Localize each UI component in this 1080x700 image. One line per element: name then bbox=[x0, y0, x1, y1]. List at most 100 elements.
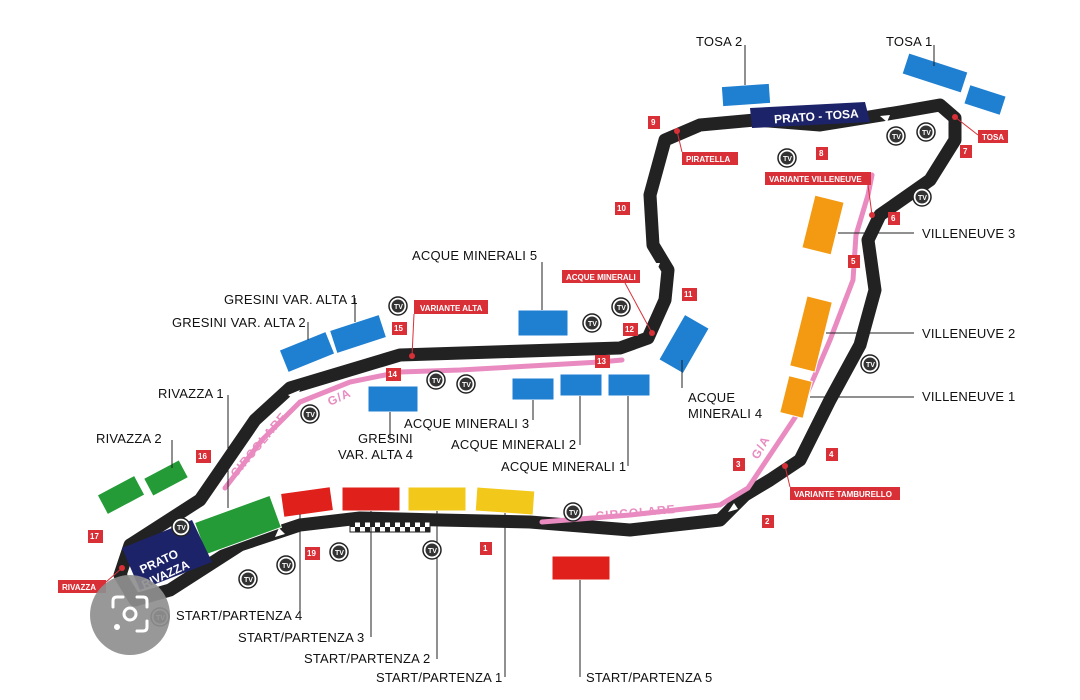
svg-text:TV: TV bbox=[394, 304, 403, 311]
visual-search-button[interactable] bbox=[90, 575, 170, 655]
svg-text:TV: TV bbox=[177, 525, 186, 532]
label-acque-minerali-4-line2: MINERALI 4 bbox=[688, 406, 762, 421]
grandstand-tosa-1a[interactable] bbox=[901, 52, 969, 94]
tv-icon: TV bbox=[777, 148, 797, 168]
turn-number-10: 10 bbox=[615, 202, 630, 215]
svg-text:VARIANTE ALTA: VARIANTE ALTA bbox=[420, 304, 483, 313]
grandstand-rivazza-2b[interactable] bbox=[142, 459, 190, 497]
grandstand-villeneuve-1[interactable] bbox=[779, 375, 813, 419]
corner-variante-villeneuve: VARIANTE VILLENEUVE bbox=[765, 172, 875, 218]
svg-text:14: 14 bbox=[388, 370, 397, 379]
grandstand-villeneuve-3[interactable] bbox=[801, 194, 845, 256]
tv-icon: TV bbox=[388, 296, 408, 316]
svg-text:TV: TV bbox=[617, 305, 626, 312]
label-gresini-4-line1: GRESINI bbox=[358, 431, 413, 446]
leader-lines bbox=[171, 45, 935, 677]
corner-piratella: PIRATELLA bbox=[674, 128, 738, 165]
lens-icon bbox=[111, 595, 149, 633]
svg-text:TV: TV bbox=[918, 195, 927, 202]
grandstand-start-3[interactable] bbox=[341, 486, 401, 512]
turn-number-15: 15 bbox=[392, 322, 407, 335]
grandstands bbox=[96, 52, 1007, 581]
label-tosa-1: TOSA 1 bbox=[886, 34, 932, 49]
turn-number-11: 11 bbox=[682, 288, 697, 301]
svg-text:6: 6 bbox=[891, 214, 896, 223]
svg-text:ACQUE MINERALI: ACQUE MINERALI bbox=[566, 273, 636, 282]
grandstand-acque-minerali-5[interactable] bbox=[517, 309, 569, 337]
grandstand-tosa-2[interactable] bbox=[720, 82, 772, 108]
turn-number-5: 5 bbox=[848, 255, 860, 268]
label-acque-minerali-4-line1: ACQUE bbox=[688, 390, 735, 405]
grandstand-start-4[interactable] bbox=[280, 486, 334, 518]
label-acque-minerali-1: ACQUE MINERALI 1 bbox=[501, 459, 626, 474]
grandstand-acque-minerali-1[interactable] bbox=[607, 373, 651, 397]
tv-icon: TV bbox=[329, 542, 349, 562]
turn-number-3: 3 bbox=[733, 458, 745, 471]
tv-icon: TV bbox=[611, 297, 631, 317]
svg-text:12: 12 bbox=[625, 325, 634, 334]
turn-number-13: 13 bbox=[595, 355, 610, 368]
prato-tosa-area[interactable]: PRATO - TOSA bbox=[750, 102, 870, 128]
turn-number-12: 12 bbox=[623, 323, 638, 336]
tv-icon: TV bbox=[456, 374, 476, 394]
svg-text:TOSA: TOSA bbox=[982, 133, 1004, 142]
label-villeneuve-3: VILLENEUVE 3 bbox=[922, 226, 1015, 241]
label-start-1: START/PARTENZA 1 bbox=[376, 670, 503, 685]
label-rivazza-1: RIVAZZA 1 bbox=[158, 386, 224, 401]
corner-tosa: TOSA bbox=[952, 114, 1008, 143]
grandstand-gresini-2[interactable] bbox=[278, 330, 336, 374]
svg-text:1: 1 bbox=[483, 544, 488, 553]
svg-text:TV: TV bbox=[335, 550, 344, 557]
svg-text:TV: TV bbox=[866, 362, 875, 369]
direction-arrow bbox=[728, 503, 738, 512]
svg-text:5: 5 bbox=[851, 257, 856, 266]
svg-text:4: 4 bbox=[829, 450, 834, 459]
grandstand-tosa-1b[interactable] bbox=[963, 83, 1007, 117]
grandstand-start-1[interactable] bbox=[474, 486, 536, 516]
svg-text:PIRATELLA: PIRATELLA bbox=[686, 155, 731, 164]
svg-text:TV: TV bbox=[922, 130, 931, 137]
direction-arrow bbox=[288, 390, 300, 401]
svg-text:TV: TV bbox=[569, 510, 578, 517]
label-villeneuve-1: VILLENEUVE 1 bbox=[922, 389, 1015, 404]
svg-text:15: 15 bbox=[394, 324, 403, 333]
grandstand-labels: TOSA 2 TOSA 1 VILLENEUVE 3 VILLENEUVE 2 … bbox=[96, 34, 1015, 685]
grandstand-start-5[interactable] bbox=[551, 555, 611, 581]
turn-number-16: 16 bbox=[196, 450, 211, 463]
tv-icon: TV bbox=[582, 313, 602, 333]
tv-icon: TV bbox=[912, 187, 932, 207]
turn-number-6: 6 bbox=[888, 212, 900, 225]
direction-arrow bbox=[650, 263, 660, 273]
svg-text:16: 16 bbox=[198, 452, 207, 461]
grandstand-villeneuve-2[interactable] bbox=[789, 295, 833, 373]
grandstand-acque-minerali-4[interactable] bbox=[658, 313, 710, 375]
grandstand-acque-minerali-2[interactable] bbox=[559, 373, 603, 397]
tv-icon: TV bbox=[563, 502, 583, 522]
circolare-bottom-label: CIRCOLARE bbox=[595, 502, 676, 523]
tv-icon: TV bbox=[886, 126, 906, 146]
grandstand-rivazza-2a[interactable] bbox=[96, 474, 146, 516]
svg-text:RIVAZZA: RIVAZZA bbox=[62, 583, 96, 592]
label-tosa-2: TOSA 2 bbox=[696, 34, 742, 49]
turn-number-2: 2 bbox=[762, 515, 774, 528]
grandstand-gresini-1[interactable] bbox=[328, 313, 388, 355]
grandstand-acque-minerali-3[interactable] bbox=[511, 377, 555, 401]
tv-icon: TV bbox=[916, 122, 936, 142]
label-start-4: START/PARTENZA 4 bbox=[176, 608, 303, 623]
svg-text:10: 10 bbox=[617, 204, 626, 213]
svg-text:TV: TV bbox=[282, 563, 291, 570]
corner-variante-alta: VARIANTE ALTA bbox=[409, 300, 488, 359]
svg-text:7: 7 bbox=[963, 147, 968, 156]
grandstand-start-2[interactable] bbox=[407, 486, 467, 512]
svg-text:2: 2 bbox=[765, 517, 770, 526]
svg-text:TV: TV bbox=[588, 321, 597, 328]
grandstand-gresini-4[interactable] bbox=[367, 385, 419, 413]
svg-text:TV: TV bbox=[428, 548, 437, 555]
turn-numbers: 1 2 3 4 5 6 7 8 9 10 11 12 13 14 15 16 1… bbox=[88, 116, 972, 560]
label-start-5: START/PARTENZA 5 bbox=[586, 670, 713, 685]
svg-text:TV: TV bbox=[462, 382, 471, 389]
direction-arrow bbox=[275, 528, 285, 537]
direction-arrow bbox=[880, 115, 890, 122]
turn-number-8: 8 bbox=[816, 147, 828, 160]
